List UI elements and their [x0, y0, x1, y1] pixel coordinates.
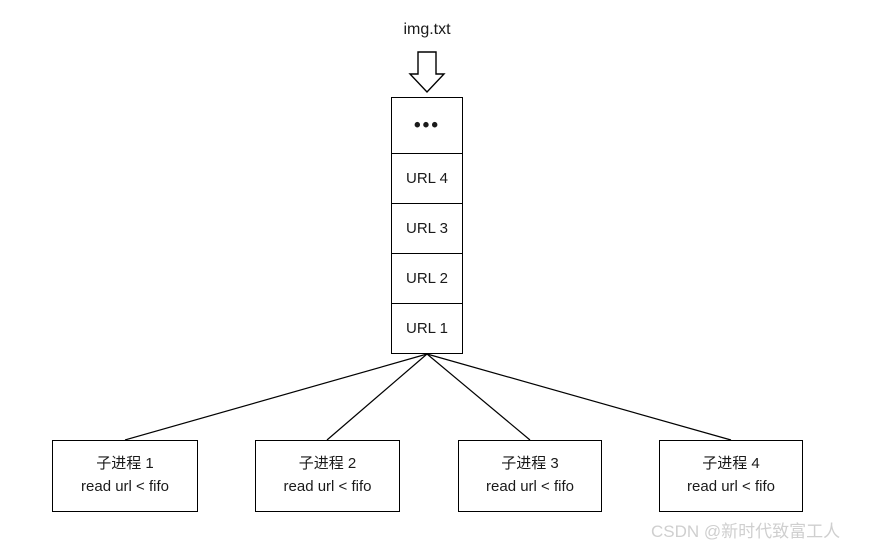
process-4-command: read url < fifo — [687, 478, 775, 495]
fifo-cell-ellipsis: ••• — [392, 98, 462, 153]
edge-fifo-to-process-2 — [326, 353, 428, 441]
fifo-cell-url-2: URL 2 — [392, 253, 462, 303]
process-1-command: read url < fifo — [81, 478, 169, 495]
fifo-cell-url-4: URL 4 — [392, 153, 462, 203]
process-2-title: 子进程 2 — [298, 455, 357, 472]
process-4-title: 子进程 4 — [702, 455, 760, 472]
process-3-title: 子进程 3 — [501, 455, 559, 472]
down-arrow-icon — [408, 51, 446, 94]
process-box-4: 子进程 4 read url < fifo — [659, 440, 803, 512]
edge-fifo-to-process-3 — [426, 353, 531, 441]
process-box-3: 子进程 3 read url < fifo — [458, 440, 602, 512]
process-box-1: 子进程 1 read url < fifo — [52, 440, 198, 512]
csdn-watermark: CSDN @新时代致富工人 — [651, 522, 841, 541]
process-3-command: read url < fifo — [486, 478, 574, 495]
process-2-command: read url < fifo — [283, 478, 372, 495]
fifo-cell-url-3: URL 3 — [392, 203, 462, 253]
source-file-label: img.txt — [403, 21, 451, 38]
fifo-cell-url-1: URL 1 — [392, 303, 462, 353]
process-box-2: 子进程 2 read url < fifo — [255, 440, 400, 512]
fifo-stack: ••• URL 4 URL 3 URL 2 URL 1 — [391, 97, 463, 354]
edge-fifo-to-process-1 — [124, 353, 428, 441]
process-1-title: 子进程 1 — [96, 455, 154, 472]
edge-fifo-to-process-4 — [426, 353, 732, 441]
